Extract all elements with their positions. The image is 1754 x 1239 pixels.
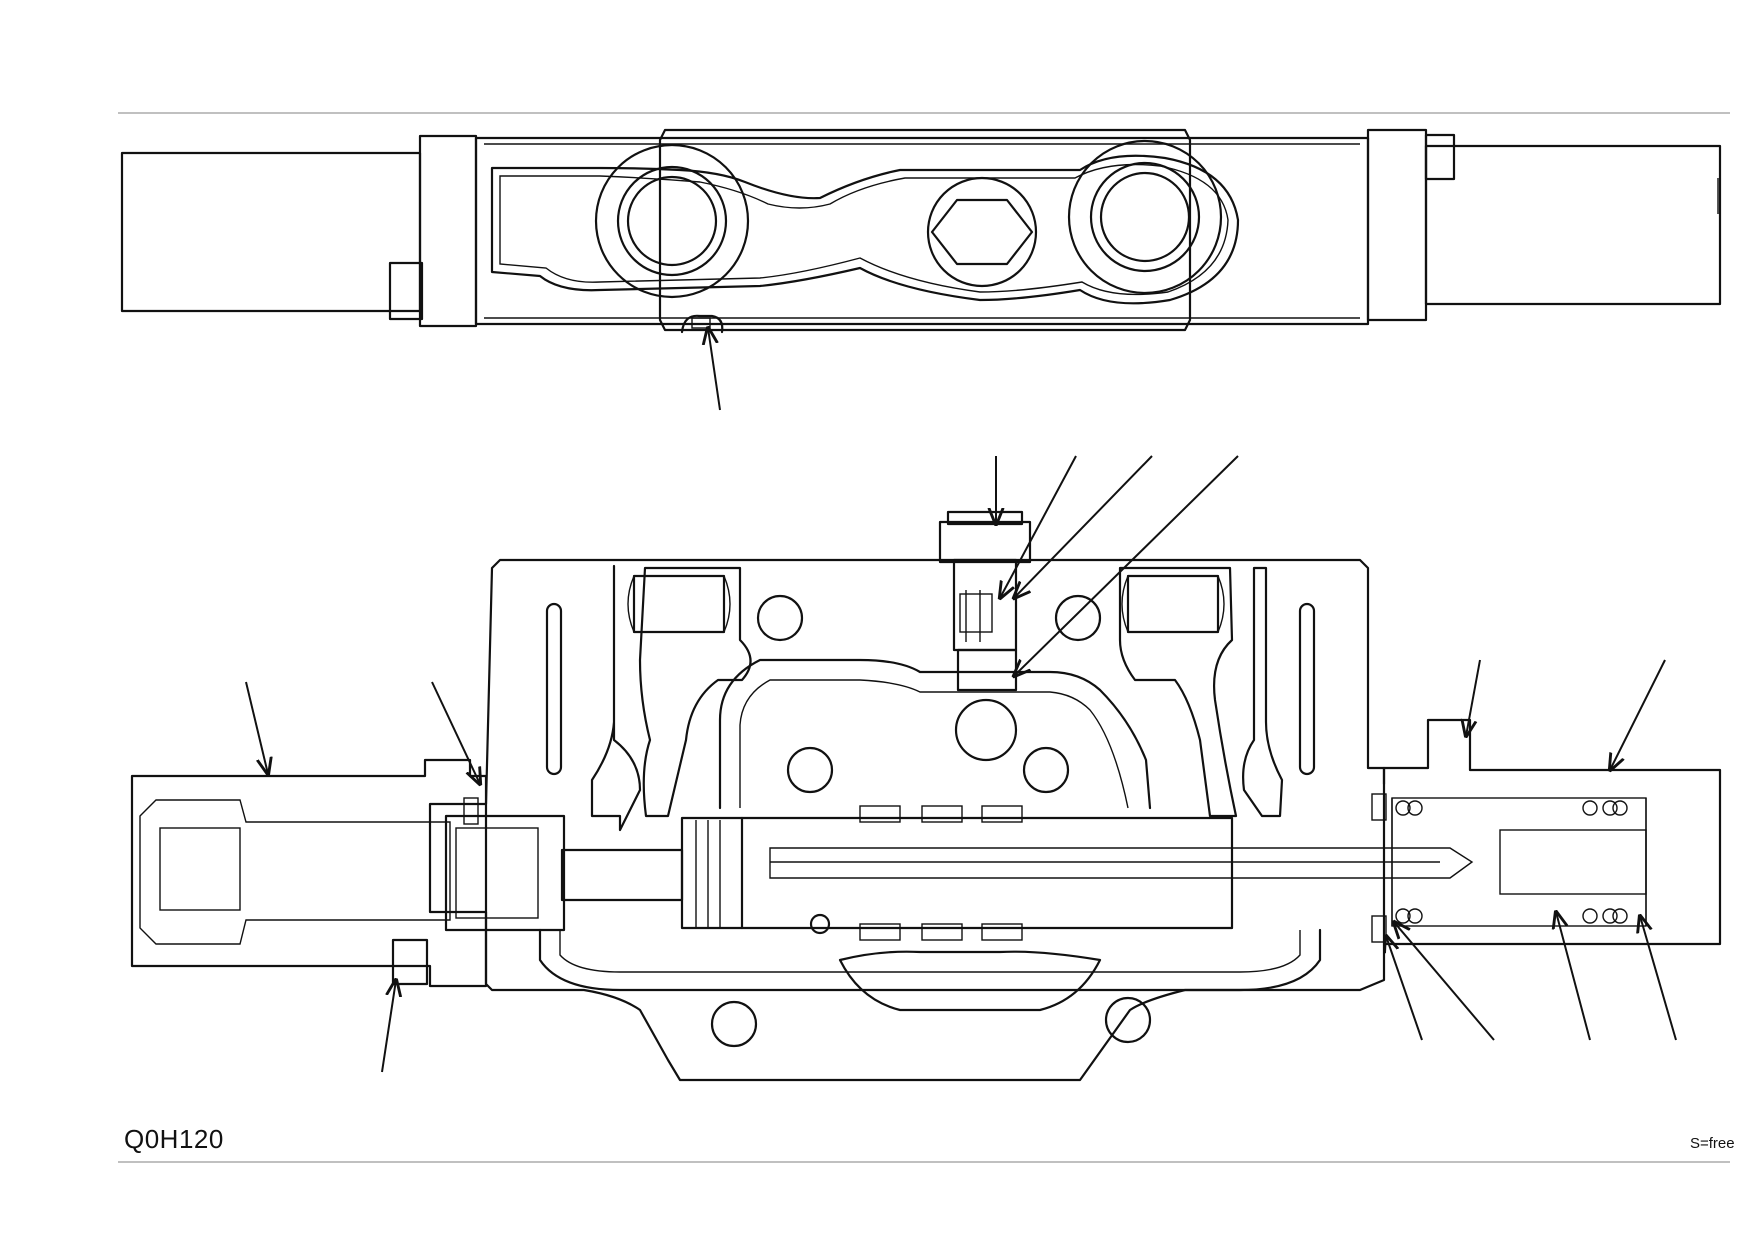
leader-13 [1640, 916, 1677, 1041]
leader-11 [1394, 922, 1495, 1041]
section-view [130, 510, 1722, 1082]
top-view [120, 128, 1722, 411]
leader-4 [1014, 455, 1239, 676]
scale-note: S=free [1690, 1135, 1735, 1152]
leader-top-notch [708, 328, 721, 411]
leader-9 [381, 980, 396, 1073]
leader-2 [1000, 455, 1077, 598]
figure-reference-code: Q0H120 [124, 1124, 224, 1154]
leader-6 [431, 681, 480, 784]
leaders [245, 455, 1677, 1073]
leader-10 [1386, 936, 1423, 1041]
leader-12 [1556, 912, 1591, 1041]
leader-5 [245, 681, 268, 774]
leader-7 [1466, 659, 1481, 736]
leader-8 [1610, 659, 1666, 770]
leader-3 [1014, 455, 1153, 598]
